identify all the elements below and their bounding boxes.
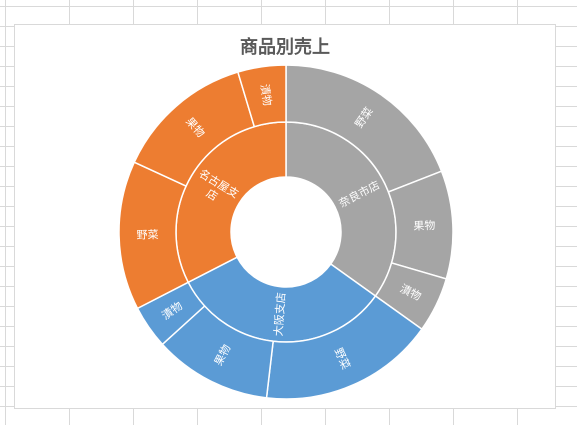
outer-label-0-1: 果物 <box>413 218 436 233</box>
inner-label-1: 大阪支店 <box>271 292 288 337</box>
outer-segment-2-2[interactable] <box>236 64 287 128</box>
outer-label-2-0: 野菜 <box>136 228 158 241</box>
outer-label-2-2: 漬物 <box>258 83 275 107</box>
chart-title: 商品別売上 <box>240 37 330 58</box>
chart-area[interactable]: 商品別売上 野菜果物漬物奈良市店野菜果物漬物大阪支店野菜果物漬物名古屋支店 <box>14 24 556 409</box>
sunburst-chart: 野菜果物漬物奈良市店野菜果物漬物大阪支店野菜果物漬物名古屋支店 <box>118 64 454 400</box>
